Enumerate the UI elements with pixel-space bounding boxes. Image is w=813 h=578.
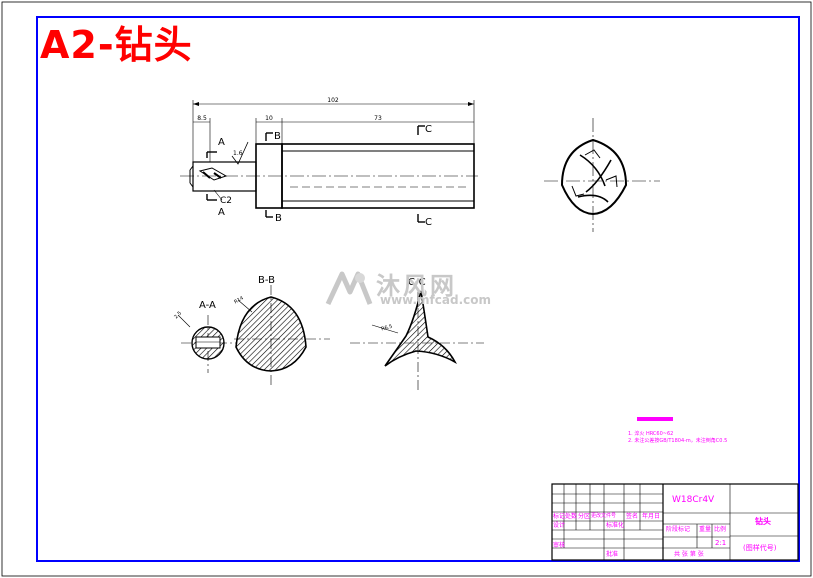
title-block-drawing-code: (图样代号) (743, 544, 777, 552)
tb-label-mark: 标记 (553, 513, 566, 520)
tb-label-stage: 阶段标记 (666, 526, 691, 533)
section-b-b-profile (235, 296, 307, 372)
section-b-top: B (274, 131, 281, 142)
tb-label-scale: 比例 (714, 526, 727, 533)
watermark-logo-icon (325, 271, 373, 306)
tb-label-weight: 重量 (699, 526, 712, 533)
tb-label-change-doc: 更改文件号 (591, 513, 617, 519)
chamfer-label: C2 (220, 196, 232, 206)
tb-scale-value: 2:1 (715, 539, 727, 547)
section-b-b-label: B-B (258, 275, 275, 286)
notes-bar (637, 417, 673, 421)
tb-label-review: 审核 (553, 542, 566, 549)
tb-sheet-info: 共 张 第 张 (674, 551, 704, 558)
section-b-bottom: B (275, 213, 282, 224)
end-view (544, 118, 660, 232)
tb-label-count: 处数 (565, 513, 578, 520)
section-a-a-label: A-A (199, 300, 216, 311)
section-c-c (350, 290, 484, 392)
section-c-c-label: C-C (408, 277, 426, 288)
sheet-title: A2-钻头 (40, 23, 193, 67)
watermark-brand-cn: 沐风网 (376, 272, 457, 300)
dim-flute-length: 73 (374, 115, 382, 122)
tb-label-approve: 批准 (606, 551, 619, 558)
title-block-grid (551, 483, 799, 561)
main-view (180, 100, 478, 223)
tb-label-design: 设计 (553, 522, 566, 529)
title-block-material: W18Cr4V (672, 495, 715, 505)
drawing-frame (36, 16, 800, 562)
roughness-value: 1.6 (233, 150, 243, 157)
tb-label-date: 年月日 (642, 513, 661, 520)
dim-collar-length: 10 (265, 115, 273, 122)
tb-label-sign: 签名 (626, 513, 639, 520)
section-c-top: C (425, 124, 432, 135)
watermark: 沐风网 www.mfcad.com (324, 266, 494, 310)
technical-notes: 1. 淬火 HRC60~62 2. 未注公差按GB/T1804-m，未注倒角C0… (628, 431, 727, 445)
section-b-b-note: R14 (233, 295, 245, 305)
note-line-2: 2. 未注公差按GB/T1804-m，未注倒角C0.5 (628, 438, 728, 444)
section-c-bottom: C (425, 217, 432, 228)
end-view-outline (560, 138, 628, 216)
section-c-c-profile (384, 290, 457, 367)
watermark-brand-url: www.mfcad.com (380, 293, 491, 307)
dim-overall-length: 102 (327, 97, 339, 104)
section-a-a (177, 314, 237, 373)
tb-label-zone: 分区 (578, 513, 591, 520)
section-a-bottom: A (218, 207, 225, 218)
dim-shank-length: 8.5 (197, 115, 207, 122)
section-a-a-note: 2.5 (173, 310, 183, 320)
note-line-1: 1. 淬火 HRC60~62 (628, 431, 674, 437)
tb-label-standard: 标准化 (606, 522, 625, 529)
title-block-part-name: 钻头 (755, 517, 771, 526)
section-b-b (234, 285, 330, 385)
section-c-c-note: R6.5 (381, 324, 394, 333)
section-a-top: A (218, 137, 225, 148)
